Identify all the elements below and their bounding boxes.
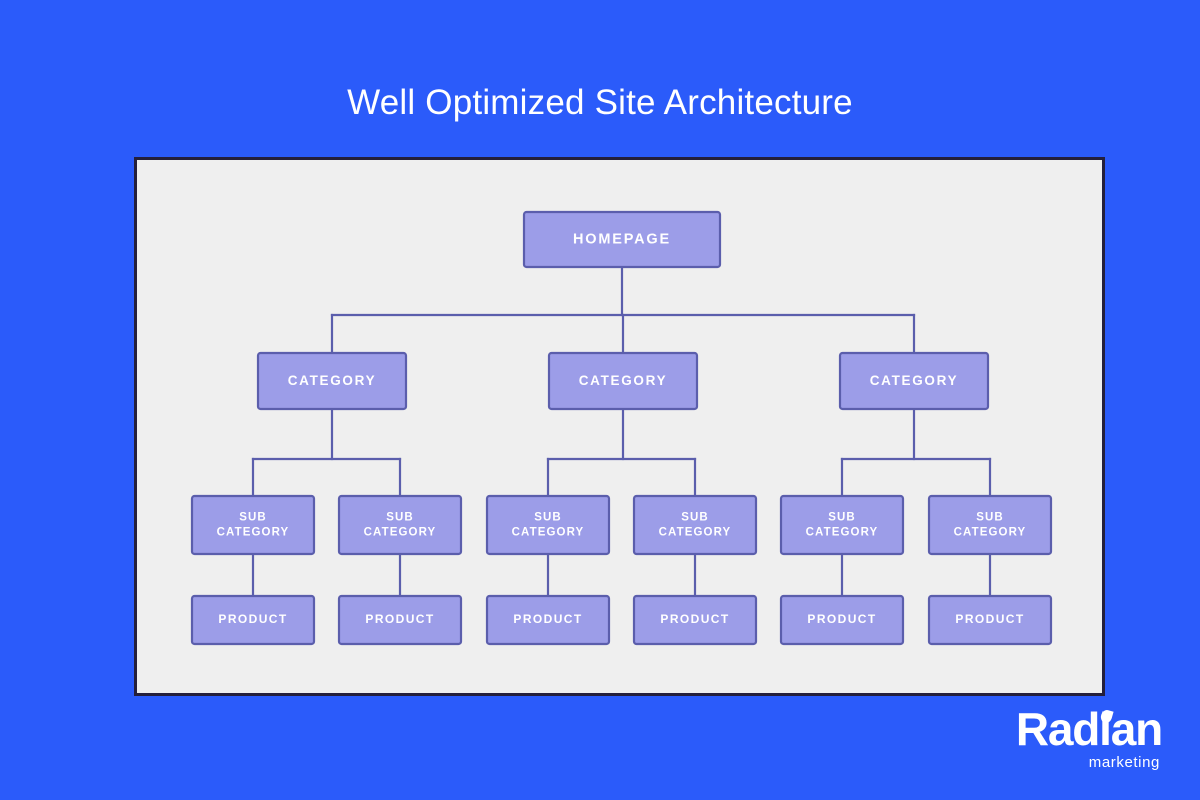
node-label-prod1: PRODUCT bbox=[218, 612, 287, 626]
node-box-cat2[interactable] bbox=[547, 351, 699, 411]
node-box-prod6[interactable] bbox=[927, 594, 1053, 646]
brand-logo: Radian marketing bbox=[1016, 706, 1163, 771]
node-product[interactable]: PRODUCT bbox=[927, 594, 1053, 646]
node-product[interactable]: PRODUCT bbox=[779, 594, 905, 646]
page-title: Well Optimized Site Architecture bbox=[347, 83, 853, 122]
node-box-sub3[interactable] bbox=[485, 494, 611, 556]
node-homepage[interactable]: HOMEPAGE bbox=[522, 210, 722, 269]
node-label-home: HOMEPAGE bbox=[573, 231, 671, 247]
node-label-prod2: PRODUCT bbox=[365, 612, 434, 626]
node-box-prod4[interactable] bbox=[632, 594, 758, 646]
node-label-cat1: CATEGORY bbox=[288, 373, 377, 388]
node-box-prod1[interactable] bbox=[190, 594, 316, 646]
node-box-sub1[interactable] bbox=[190, 494, 316, 556]
brand-wordmark: Radian bbox=[1016, 706, 1163, 752]
node-label-cat2: CATEGORY bbox=[579, 373, 668, 388]
node-box-home[interactable] bbox=[522, 210, 722, 269]
node-box-cat1[interactable] bbox=[256, 351, 408, 411]
node-box-prod3[interactable] bbox=[485, 594, 611, 646]
node-box-prod2[interactable] bbox=[337, 594, 463, 646]
brand-subtext: marketing bbox=[1088, 754, 1160, 771]
node-product[interactable]: PRODUCT bbox=[190, 594, 316, 646]
node-box-sub4[interactable] bbox=[632, 494, 758, 556]
node-category[interactable]: CATEGORY bbox=[547, 351, 699, 411]
node-box-prod5[interactable] bbox=[779, 594, 905, 646]
node-product[interactable]: PRODUCT bbox=[337, 594, 463, 646]
node-box-cat3[interactable] bbox=[838, 351, 990, 411]
node-box-sub6[interactable] bbox=[927, 494, 1053, 556]
node-category[interactable]: CATEGORY bbox=[256, 351, 408, 411]
brand-wordmark-text: Radian bbox=[1015, 703, 1163, 756]
node-box-sub5[interactable] bbox=[779, 494, 905, 556]
node-label-prod4: PRODUCT bbox=[660, 612, 729, 626]
node-label-cat3: CATEGORY bbox=[870, 373, 959, 388]
node-label-prod5: PRODUCT bbox=[807, 612, 876, 626]
node-product[interactable]: PRODUCT bbox=[485, 594, 611, 646]
connectors-layer bbox=[251, 265, 992, 598]
node-category[interactable]: CATEGORY bbox=[838, 351, 990, 411]
node-box-sub2[interactable] bbox=[337, 494, 463, 556]
node-product[interactable]: PRODUCT bbox=[632, 594, 758, 646]
node-label-prod6: PRODUCT bbox=[955, 612, 1024, 626]
node-label-prod3: PRODUCT bbox=[513, 612, 582, 626]
